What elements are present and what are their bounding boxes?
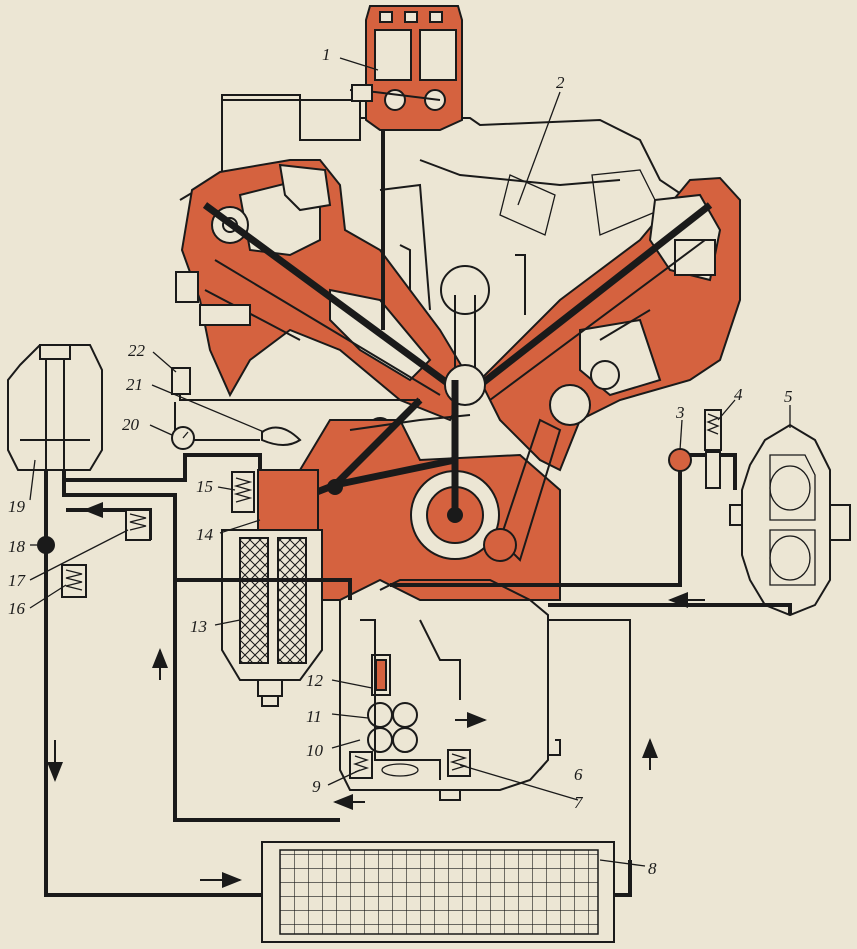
full-flow-filter bbox=[221, 469, 323, 707]
callout-6: 6 bbox=[574, 765, 583, 784]
callout-21: 21 bbox=[126, 375, 143, 394]
callout-16: 16 bbox=[8, 599, 26, 618]
centrifugal-oil-cleaner bbox=[7, 344, 103, 471]
callout-18: 18 bbox=[8, 537, 26, 556]
callout-8: 8 bbox=[648, 859, 657, 878]
oil-pump-assembly bbox=[349, 619, 471, 780]
callout-labels: 1 2 3 4 5 6 7 8 9 10 11 12 13 14 15 16 1… bbox=[8, 45, 793, 878]
callout-3: 3 bbox=[675, 403, 685, 422]
fluid-coupling bbox=[729, 423, 851, 617]
crank-assembly bbox=[268, 265, 591, 601]
engine-block-outline bbox=[179, 94, 691, 320]
callout-2: 2 bbox=[556, 73, 565, 92]
small-components bbox=[37, 367, 722, 598]
callout-14: 14 bbox=[196, 525, 214, 544]
callout-12: 12 bbox=[306, 671, 324, 690]
callout-17: 17 bbox=[8, 571, 27, 590]
callout-22: 22 bbox=[128, 341, 146, 360]
callout-5: 5 bbox=[784, 387, 793, 406]
callout-13: 13 bbox=[190, 617, 207, 636]
callout-4: 4 bbox=[734, 385, 743, 404]
callout-11: 11 bbox=[306, 707, 322, 726]
callout-9: 9 bbox=[312, 777, 321, 796]
left-cylinder-bank bbox=[175, 159, 472, 422]
callout-10: 10 bbox=[306, 741, 324, 760]
oil-cooler bbox=[261, 841, 615, 943]
callout-1: 1 bbox=[322, 45, 331, 64]
callout-15: 15 bbox=[196, 477, 213, 496]
right-cylinder-bank bbox=[477, 176, 741, 472]
callout-19: 19 bbox=[8, 497, 26, 516]
callout-7: 7 bbox=[574, 793, 584, 812]
leader-lines bbox=[29, 57, 791, 867]
air-compressor bbox=[349, 5, 463, 131]
callout-20: 20 bbox=[122, 415, 140, 434]
